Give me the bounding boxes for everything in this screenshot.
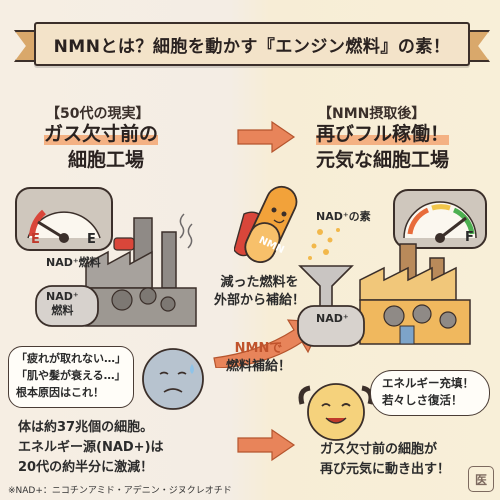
active-factory-icon [359, 243, 471, 345]
left-title-line1: ガス欠寸前の [44, 123, 159, 145]
fuel-tank-left-icon [35, 285, 99, 327]
fuel-gauge-empty-icon [15, 187, 113, 251]
tired-factory-icon [40, 213, 197, 327]
right-tank-label: NAD⁺ [316, 312, 349, 325]
left-speech-bubble [8, 346, 134, 408]
gauge-full-mark: F [465, 230, 474, 245]
title-banner: NMNとは？細胞を動かす『エンジン燃料』の素！ [34, 22, 470, 66]
stamp-icon: 医 [468, 466, 494, 492]
left-subtitle: 【50代の現実】 [46, 106, 150, 122]
left-nad-fuel-label: NAD⁺燃料 [46, 256, 101, 269]
right-title-line2: 元気な細胞工場 [316, 149, 450, 171]
fuel-gauge-full-icon [393, 189, 487, 249]
tired-cell-character-icon [142, 348, 204, 410]
happy-cell-character-icon [298, 383, 374, 441]
left-bubble-text: 「疲れが取れない…」「肌や髪が衰える…」根本原因はこれ！ [16, 352, 126, 399]
middle-note: 減った燃料を外部から補給！ [214, 275, 306, 308]
fuel-tank-right-icon [297, 305, 365, 347]
right-subtitle: 【NMN摂取後】 [318, 106, 426, 122]
footnote: ※NAD+：ニコチンアミド・アデニン・ジヌクレオチド [8, 486, 232, 496]
right-bottom-text: ガス欠寸前の細胞が再び元気に動き出す！ [320, 442, 451, 477]
gauge-left-mark: E [31, 232, 40, 247]
right-bubble-text: エネルギー充填！若々しさ復活！ [382, 376, 474, 407]
right-title-line1: 再びフル稼働！ [316, 123, 450, 145]
gauge-right-mark: E [87, 232, 96, 247]
nad-source-label: NAD⁺の素 [316, 210, 371, 223]
left-title-line2: 細胞工場 [68, 149, 145, 171]
arrow-right-bottom-icon [237, 428, 296, 462]
arrow-right-top-icon [237, 120, 296, 154]
nmn-capsule-hero-icon [234, 185, 298, 263]
left-tank-label: NAD⁺燃料 [46, 290, 79, 317]
refuel-label: NMNで燃料補給！ [226, 341, 292, 374]
right-speech-bubble [370, 370, 490, 416]
banner-title: NMNとは？細胞を動かす『エンジン燃料』の素！ [53, 36, 451, 57]
